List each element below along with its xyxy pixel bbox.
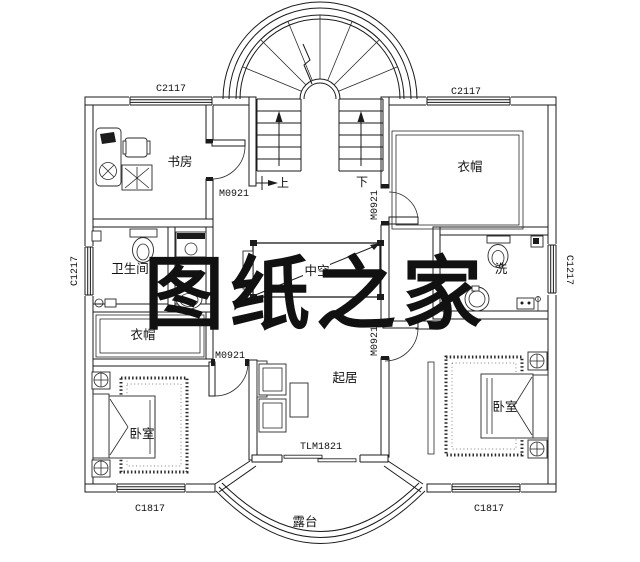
cloak-left-wardrobe	[95, 314, 205, 358]
window-label-top-left: C2117	[156, 84, 186, 95]
rug	[444, 355, 524, 457]
staircase	[222, 1, 418, 190]
window-top-left	[129, 96, 213, 106]
code-labels: C2117 C2117 C1217 C1217 C1817 C1817 M092…	[70, 84, 574, 515]
tv-cabinet	[289, 382, 309, 418]
void-opening	[242, 240, 384, 300]
bedroom-left-furniture	[91, 371, 189, 478]
door-right-top	[381, 184, 419, 225]
door-label-cloak-left: M0921	[215, 351, 245, 362]
stair-break-line	[302, 43, 313, 85]
door-label-study: M0921	[219, 189, 249, 200]
desk-chair	[124, 137, 148, 158]
armchair	[258, 363, 287, 396]
watermark-text: 图纸之家	[144, 247, 488, 341]
toilet-tank	[486, 235, 511, 244]
headboard	[532, 374, 549, 439]
hall-cabinet	[242, 250, 254, 290]
door-label-right-bottom: M0921	[370, 326, 381, 356]
room-label-terrace: 露台	[292, 514, 317, 529]
door-label-terrace: TLM1821	[300, 442, 342, 453]
door-label-right-top: M0921	[370, 190, 381, 220]
terrace-sliding-door	[281, 454, 361, 463]
terrace-bay	[214, 460, 426, 544]
room-label-bedroom-right: 卧室	[492, 399, 517, 414]
study-furniture	[95, 127, 153, 191]
stair-label-up: 上	[277, 176, 289, 190]
window-bottom-right	[451, 483, 521, 493]
window-bottom-left	[116, 483, 186, 493]
room-label-bedroom-left: 卧室	[129, 426, 154, 441]
window-label-top-right: C2117	[451, 87, 481, 98]
toilet-tank	[129, 228, 158, 238]
stair-arrow-down	[357, 111, 365, 166]
room-label-study: 书房	[167, 154, 192, 169]
room-label-cloak-right: 衣帽	[457, 159, 482, 174]
bed	[108, 395, 156, 459]
room-labels: 书房 卫生间 衣帽 卧室 衣帽 洗 卧室 起居 中空 露台 上 下	[111, 154, 517, 529]
armchair	[258, 398, 287, 433]
bedroom-right-furniture	[427, 351, 549, 459]
stair-section-mark	[256, 176, 278, 190]
bathroom-fixtures	[91, 228, 207, 310]
cloak-right-wardrobe	[391, 130, 524, 230]
headboard	[92, 393, 110, 459]
window-right	[547, 244, 557, 295]
door-right-bottom	[381, 319, 419, 362]
closet-track	[427, 361, 435, 455]
window-left	[84, 246, 94, 296]
stair-label-down: 下	[356, 175, 368, 189]
window-top-right	[426, 96, 511, 106]
window-label-right: C1217	[563, 255, 574, 285]
room-label-wash: 洗	[495, 261, 508, 276]
window-label-left: C1217	[70, 256, 81, 286]
room-label-void: 中空	[304, 263, 329, 278]
room-label-living: 起居	[332, 370, 357, 385]
door-cloak-left	[208, 359, 249, 397]
door-study	[206, 139, 246, 181]
wash-fixtures	[464, 235, 544, 312]
room-label-cloak-left: 衣帽	[130, 327, 155, 342]
window-label-bottom-left: C1817	[135, 504, 165, 515]
rug	[119, 376, 189, 474]
window-label-bottom-right: C1817	[474, 504, 504, 515]
stair-arrow-up	[275, 111, 283, 166]
living-furniture	[256, 360, 309, 433]
room-label-bathroom: 卫生间	[111, 261, 149, 276]
